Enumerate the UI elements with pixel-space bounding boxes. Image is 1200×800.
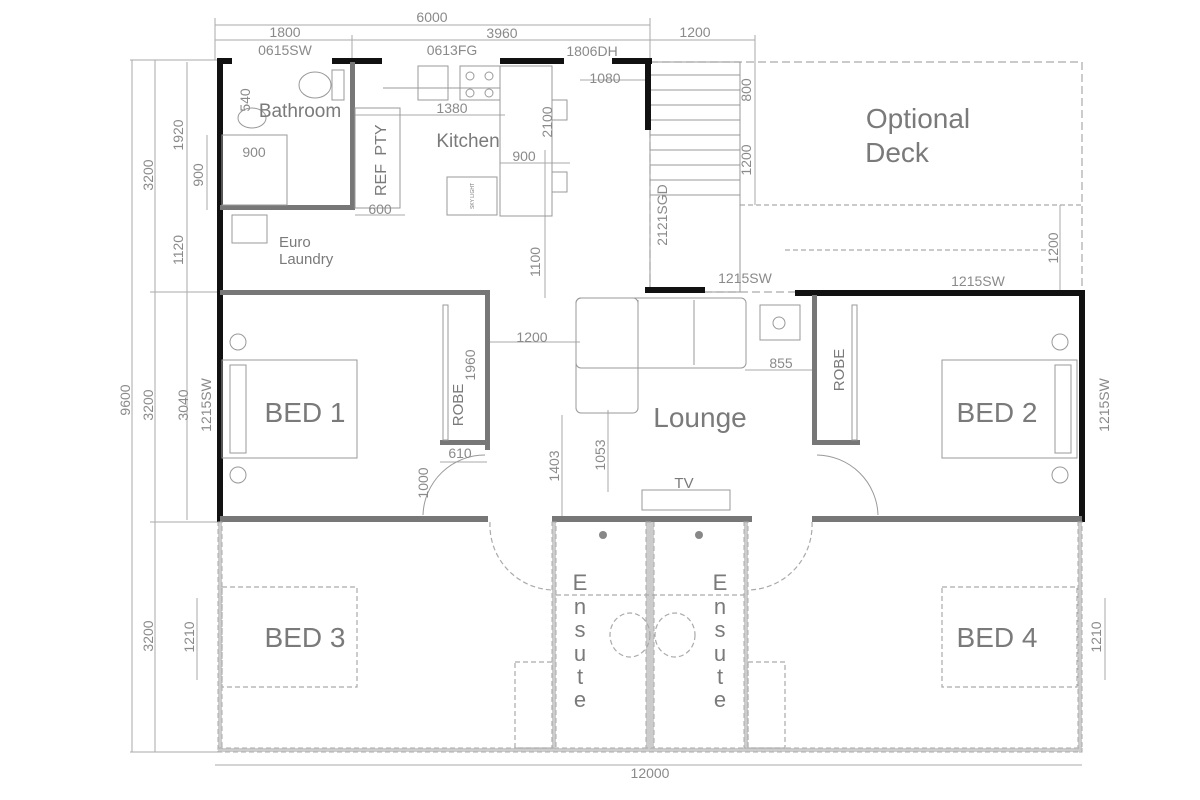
room-kitchen: Kitchen bbox=[436, 131, 499, 152]
dim-left-upper: 3200 bbox=[140, 159, 156, 190]
window-bath: 0615SW bbox=[258, 42, 312, 58]
ensuite-letter: e bbox=[714, 687, 726, 712]
dim-top-right: 1200 bbox=[679, 24, 710, 40]
fixtures bbox=[221, 65, 1078, 749]
toilet-icon bbox=[298, 71, 332, 99]
dim-laundry-height: 1120 bbox=[170, 235, 186, 265]
dim-island-width: 900 bbox=[512, 148, 536, 164]
sofa-icon bbox=[575, 297, 747, 369]
room-deck-line1: Optional bbox=[866, 103, 970, 134]
fireplace-icon bbox=[759, 304, 801, 341]
room-bed1: BED 1 bbox=[265, 397, 346, 428]
label-robe2: ROBE bbox=[831, 349, 848, 392]
ensuite-letter: t bbox=[717, 664, 723, 689]
room-ensuite-right: E n s u t e bbox=[713, 570, 728, 712]
dim-deck-upper: 800 bbox=[738, 78, 754, 102]
bed1-icon bbox=[221, 359, 358, 459]
ensuite-letter: s bbox=[575, 617, 586, 642]
label-tv: TV bbox=[674, 475, 693, 492]
window-kitchen: 0613FG bbox=[427, 42, 478, 58]
dim-left-middle: 3200 bbox=[140, 389, 156, 420]
ensuite-letter: n bbox=[714, 594, 726, 619]
dim-island-length: 2100 bbox=[539, 106, 555, 137]
dim-top-total: 6000 bbox=[416, 9, 447, 25]
dim-bath-height: 1920 bbox=[170, 119, 186, 150]
room-deck-line2: Deck bbox=[865, 137, 930, 168]
optional-deck bbox=[649, 61, 1083, 293]
room-bathroom: Bathroom bbox=[259, 101, 341, 122]
ensuite-letter: n bbox=[574, 594, 586, 619]
window-bed1: 1215SW bbox=[198, 377, 214, 431]
room-lounge: Lounge bbox=[653, 402, 746, 433]
dim-left-lower: 3200 bbox=[140, 620, 156, 651]
dim-bed1-door: 1000 bbox=[415, 467, 431, 498]
door-sliding: 2121SGD bbox=[654, 184, 670, 245]
ensuite-letter: e bbox=[574, 687, 586, 712]
dim-kitchen-clear: 1080 bbox=[589, 70, 620, 86]
room-ensuite-left: E n s u t e bbox=[573, 570, 588, 712]
walls bbox=[217, 58, 1085, 753]
dim-shower-width: 900 bbox=[242, 144, 266, 160]
basin-icon bbox=[237, 107, 267, 129]
window-bed2: 1215SW bbox=[1096, 377, 1112, 431]
label-skylight: SKY LIGHT bbox=[470, 183, 476, 209]
dim-bottom-total: 12000 bbox=[631, 765, 670, 781]
dim-kitchen-bench: 1380 bbox=[436, 100, 467, 116]
tv-unit-icon bbox=[641, 489, 731, 511]
ensuite-letter: E bbox=[573, 570, 588, 595]
ensuite-letter: u bbox=[574, 641, 586, 666]
label-fridge: REF bbox=[373, 164, 390, 196]
room-laundry-line1: Euro bbox=[279, 234, 311, 251]
room-bed3: BED 3 bbox=[265, 622, 346, 653]
window-bed2-top: 1215SW bbox=[951, 273, 1005, 289]
dim-hall-clear: 1100 bbox=[527, 247, 543, 277]
deck-steps bbox=[649, 61, 741, 293]
dim-deck-right: 1200 bbox=[1045, 232, 1061, 263]
dim-shower-height: 900 bbox=[190, 163, 206, 187]
room-bed4: BED 4 bbox=[957, 622, 1038, 653]
dim-bed3-window: 1210 bbox=[181, 621, 197, 652]
dim-fire-gap: 855 bbox=[769, 355, 793, 371]
dim-bed4-window: 1210 bbox=[1088, 621, 1104, 652]
room-laundry-line2: Laundry bbox=[279, 251, 334, 268]
dim-bed1-height: 3040 bbox=[175, 389, 191, 420]
dim-vanity: 540 bbox=[237, 88, 253, 112]
room-bed2: BED 2 bbox=[957, 397, 1038, 428]
skylight bbox=[446, 176, 498, 216]
dim-lounge-to-wall: 1403 bbox=[546, 450, 562, 481]
dim-top-mid: 3960 bbox=[486, 25, 517, 41]
dim-robe1-length: 1960 bbox=[462, 349, 478, 380]
dim-left-total: 9600 bbox=[117, 384, 133, 415]
bed2-icon bbox=[941, 359, 1078, 459]
label-pantry: PTY bbox=[373, 124, 390, 155]
dim-deck-mid: 1200 bbox=[738, 144, 754, 175]
dim-lounge-gap: 1200 bbox=[516, 329, 547, 345]
label-robe1: ROBE bbox=[450, 384, 467, 427]
dimension-lines bbox=[130, 18, 1106, 766]
dim-sofa-to-tv: 1053 bbox=[592, 439, 608, 470]
window-lounge: 1215SW bbox=[718, 270, 772, 286]
window-kitchen-2: 1806DH bbox=[566, 43, 617, 59]
ensuite-letter: s bbox=[715, 617, 726, 642]
dim-ref-width: 600 bbox=[368, 201, 392, 217]
dim-robe1-depth: 610 bbox=[448, 445, 472, 461]
dim-top-left: 1800 bbox=[269, 24, 300, 40]
ensuite-letter: E bbox=[713, 570, 728, 595]
ensuite-letter: u bbox=[714, 641, 726, 666]
ensuite-letter: t bbox=[577, 664, 583, 689]
